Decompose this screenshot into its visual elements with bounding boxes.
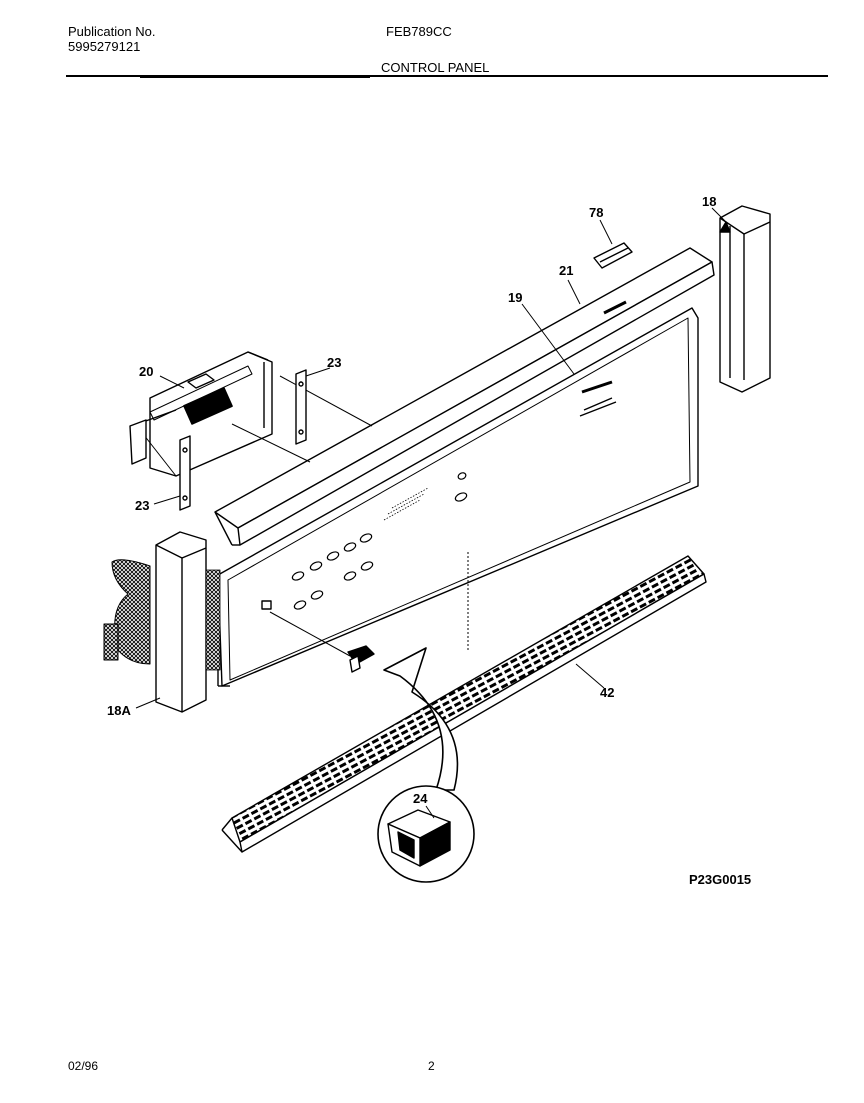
callout-42: 42 — [600, 685, 614, 700]
header-rule-thick — [140, 75, 370, 78]
callout-24: 24 — [413, 791, 428, 806]
callout-leaders — [135, 207, 727, 819]
right-end-cap-part — [719, 205, 771, 393]
callout-20: 20 — [139, 364, 153, 379]
callout-23-upper: 23 — [327, 355, 341, 370]
callout-18a: 18A — [107, 703, 131, 718]
publication-label: Publication No. — [68, 24, 156, 39]
control-panel-board — [217, 307, 699, 687]
figure-code: P23G0015 — [689, 872, 751, 887]
insert-part-78 — [593, 242, 633, 315]
bracket-part-23-lower — [179, 435, 191, 511]
switch-detail-inset — [377, 785, 475, 883]
bracket-part-23-upper — [295, 369, 307, 445]
header-rule — [66, 75, 828, 77]
electronic-control-module — [129, 351, 373, 477]
left-end-cap-part — [103, 531, 221, 713]
callout-18: 18 — [702, 194, 716, 209]
section-title: CONTROL PANEL — [381, 60, 490, 75]
model-number: FEB789CC — [386, 24, 452, 39]
page-number: 2 — [428, 1059, 435, 1073]
vent-grille-part — [221, 555, 707, 853]
publication-number: 5995279121 — [68, 39, 141, 54]
callout-21: 21 — [559, 263, 573, 278]
rocker-switch-small — [269, 611, 375, 673]
curved-arrow — [383, 647, 459, 791]
top-trim-part — [214, 247, 715, 546]
revision-date: 02/96 — [68, 1059, 99, 1073]
callout-78: 78 — [589, 205, 603, 220]
callout-23-lower: 23 — [135, 498, 149, 513]
callout-19: 19 — [508, 290, 522, 305]
